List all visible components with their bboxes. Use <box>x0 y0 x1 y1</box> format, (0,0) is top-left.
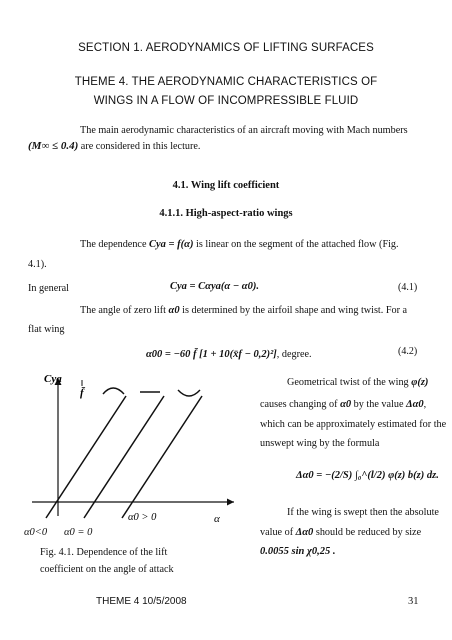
mach-condition: (M∞ ≤ 0.4) <box>28 140 79 152</box>
rc-line2: causes changing of α0 by the value Δα0, <box>260 398 426 411</box>
eq41-label: In general <box>28 283 70 294</box>
x-axis-label: α <box>214 513 220 525</box>
para2-text-after: is determined by the airfoil shape and w… <box>182 305 408 316</box>
rc-line3: which can be approximately estimated for… <box>260 419 447 430</box>
label-alpha0-zero: α0 = 0 <box>64 527 93 538</box>
rc-line6: value of Δα0 should be reduced by size <box>260 526 421 539</box>
para1-line2: 4.1). <box>28 259 47 270</box>
rc-line1: Geometrical twist of the wing φ(z) <box>287 376 428 389</box>
section-title: SECTION 1. AERODYNAMICS OF LIFTING SURFA… <box>78 42 374 54</box>
rc-line4: unswept wing by the formula <box>260 438 380 449</box>
rc-line5: If the wing is swept then the absolute <box>287 507 439 518</box>
rc-line2-sym1: α0 <box>340 399 352 410</box>
f-label: f̄ <box>80 387 86 399</box>
rc-twist-formula: Δα0 = −(2/S) ∫₀^(l/2) φ(z) b(z) dz. <box>296 470 439 481</box>
para2-line2: flat wing <box>28 324 65 335</box>
lift-curve-figure: Cya f̄ α α0 > 0 <box>32 373 234 525</box>
profile-arc-3 <box>177 389 201 397</box>
rc-line2-sym2: Δα0 <box>406 399 424 410</box>
rc-line1-text: Geometrical twist of the wing <box>287 377 409 388</box>
intro-line1: The main aerodynamic characteristics of … <box>80 125 408 136</box>
para1-text-after: is linear on the segment of the attached… <box>196 239 399 250</box>
theme-title-line2: WINGS IN A FLOW OF INCOMPRESSIBLE FLUID <box>93 95 359 107</box>
page-number: 31 <box>408 596 419 607</box>
rc-line2-end: , <box>423 399 427 410</box>
eq42-unit: , degree. <box>276 349 312 360</box>
para2-line1: The angle of zero lift α0 is determined … <box>80 304 440 317</box>
rc-line6-after: should be reduced by size <box>315 527 422 538</box>
lift-line-neg <box>45 395 127 519</box>
label-alpha0-pos: α0 > 0 <box>128 512 157 523</box>
lift-line-pos <box>121 395 203 519</box>
eq42-number: (4.2) <box>398 346 418 357</box>
eq41-formula: Cya = Cαya(α − α0). <box>170 281 259 292</box>
heading-4-1-1: 4.1.1. High-aspect-ratio wings <box>159 208 293 219</box>
lift-line-zero <box>83 395 165 519</box>
label-alpha0-neg: α0<0 <box>24 527 48 538</box>
rc-line2-mid: by the value <box>353 399 404 410</box>
rc-line6-symbol: Δα0 <box>295 527 314 538</box>
footer-left: THEME 4 10/5/2008 <box>96 596 187 607</box>
rc-line7: 0.0055 sin χ0,25 . <box>260 546 336 557</box>
para2-text-before: The angle of zero lift <box>80 305 166 316</box>
figure-caption-line2: coefficient on the angle of attack <box>40 564 174 575</box>
rc-line2-text: causes changing of <box>260 399 338 410</box>
para2-symbol: α0 <box>168 305 180 316</box>
intro-line2: (M∞ ≤ 0.4) are considered in this lectur… <box>28 140 200 153</box>
eq42: α00 = −60 f̄ [1 + 10(x̄f − 0,2)²], degre… <box>146 344 312 362</box>
para1-line1: The dependence Cya = f(α) is linear on t… <box>80 238 440 251</box>
theme-title-line1: THEME 4. THE AERODYNAMIC CHARACTERISTICS… <box>74 76 378 88</box>
para1-formula: Cya = f(α) <box>149 239 194 250</box>
intro-line2-rest: are considered in this lecture. <box>80 141 201 152</box>
y-axis-label: Cya <box>44 373 62 385</box>
rc-line1-symbol: φ(z) <box>411 377 429 388</box>
heading-4-1: 4.1. Wing lift coefficient <box>172 180 280 191</box>
rc-line6-text: value of <box>260 527 294 538</box>
eq42-formula: α00 = −60 f̄ [1 + 10(x̄f − 0,2)²] <box>146 349 277 360</box>
profile-arc-1 <box>102 387 125 395</box>
eq41-number: (4.1) <box>398 282 418 293</box>
para1-text-before: The dependence <box>80 239 147 250</box>
figure-caption-line1: Fig. 4.1. Dependence of the lift <box>40 547 168 558</box>
